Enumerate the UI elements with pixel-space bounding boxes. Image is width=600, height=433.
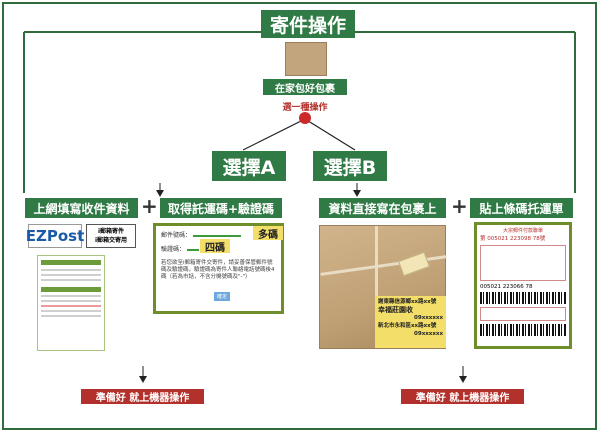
tag-many-codes: 多碼 — [253, 226, 283, 241]
form-line — [41, 310, 101, 312]
step-a1-label: 上網填寫收件資料 — [25, 198, 138, 218]
barcode-top — [480, 292, 566, 304]
option-b-label: 選擇B — [313, 151, 387, 181]
ibox-button[interactable]: i郵箱寄件 i郵箱交寄用 — [86, 224, 136, 248]
form-line — [41, 269, 101, 271]
choose-one-label: 選一種操作 — [282, 103, 328, 113]
barcode-bottom — [480, 324, 566, 336]
home-pack-label: 在家包好包裹 — [263, 79, 347, 95]
branch-node — [299, 112, 311, 124]
waybill-number: 第 005021 223098 78號 — [480, 236, 546, 242]
option-a-label: 選擇A — [212, 151, 286, 181]
address-line-2: 幸福莊園收 — [378, 306, 413, 314]
page-title: 寄件操作 — [261, 10, 355, 38]
address-line-1: 謝東縣信源鄉xx路xx號 — [378, 299, 437, 305]
form-line — [41, 295, 101, 297]
form-line — [41, 305, 101, 307]
plus-sign-b: + — [451, 194, 468, 218]
code-value-masked — [193, 235, 242, 237]
string — [375, 226, 378, 316]
ezpost-logo: EZPost — [26, 224, 84, 248]
step-a2-label: 取得託運碼+驗證碼 — [160, 198, 282, 218]
form-section-bar — [41, 287, 101, 292]
waybill-grid-lower — [480, 307, 566, 321]
ready-label-a: 準備好 就上機器操作 — [81, 389, 204, 404]
step-b2-label: 貼上條碼托運單 — [470, 198, 573, 218]
address-line-4: 新北市永和區xx路xx號 — [378, 323, 437, 329]
waybill-code: 005021 223066 78 — [480, 284, 533, 290]
parcel-image — [285, 42, 327, 76]
form-line — [41, 274, 101, 276]
confirm-button[interactable]: 確定 — [214, 292, 230, 301]
form-header-bar — [41, 260, 101, 265]
code-label: 郵件號碼： — [161, 232, 192, 239]
ready-label-b: 準備好 就上機器操作 — [401, 389, 524, 404]
step-b1-label: 資料直接寫在包裹上 — [319, 198, 446, 218]
plus-sign-a: + — [141, 194, 158, 218]
code-panel: 郵件號碼： 驗證碼： 若您欲至i郵箱寄件交寄件，請妥善保管郵件號碼及驗證碼，驗證… — [153, 223, 284, 314]
verify-row: 驗證碼： — [161, 246, 276, 254]
code-note: 若您欲至i郵箱寄件交寄件，請妥善保管郵件號碼及驗證碼，驗證碼為寄件人聯絡電話號碼… — [161, 260, 275, 280]
online-form-screenshot — [37, 255, 105, 351]
tag-four-codes: 四碼 — [200, 239, 230, 254]
waybill-header: 大宗郵件付款聯單 — [502, 228, 543, 234]
code-row: 郵件號碼： — [161, 232, 276, 240]
waybill-image: 大宗郵件付款聯單 第 005021 223098 78號 005021 2230… — [474, 222, 572, 349]
ibox-line-1: i郵箱寄件 — [97, 228, 125, 235]
ibox-line-2: i郵箱交寄用 — [94, 237, 128, 244]
address-line-3: 09xxxxxx — [414, 315, 443, 321]
waybill-grid — [480, 245, 566, 281]
verify-value-masked — [187, 249, 200, 251]
address-line-5: 09xxxxxx — [414, 331, 443, 337]
form-line — [41, 279, 101, 281]
verify-label: 驗證碼： — [161, 246, 186, 253]
hang-tag — [398, 251, 430, 277]
address-label: 謝東縣信源鄉xx路xx號 幸福莊園收 09xxxxxx 新北市永和區xx路xx號… — [375, 296, 446, 348]
form-line — [41, 300, 101, 302]
form-line — [41, 315, 101, 317]
